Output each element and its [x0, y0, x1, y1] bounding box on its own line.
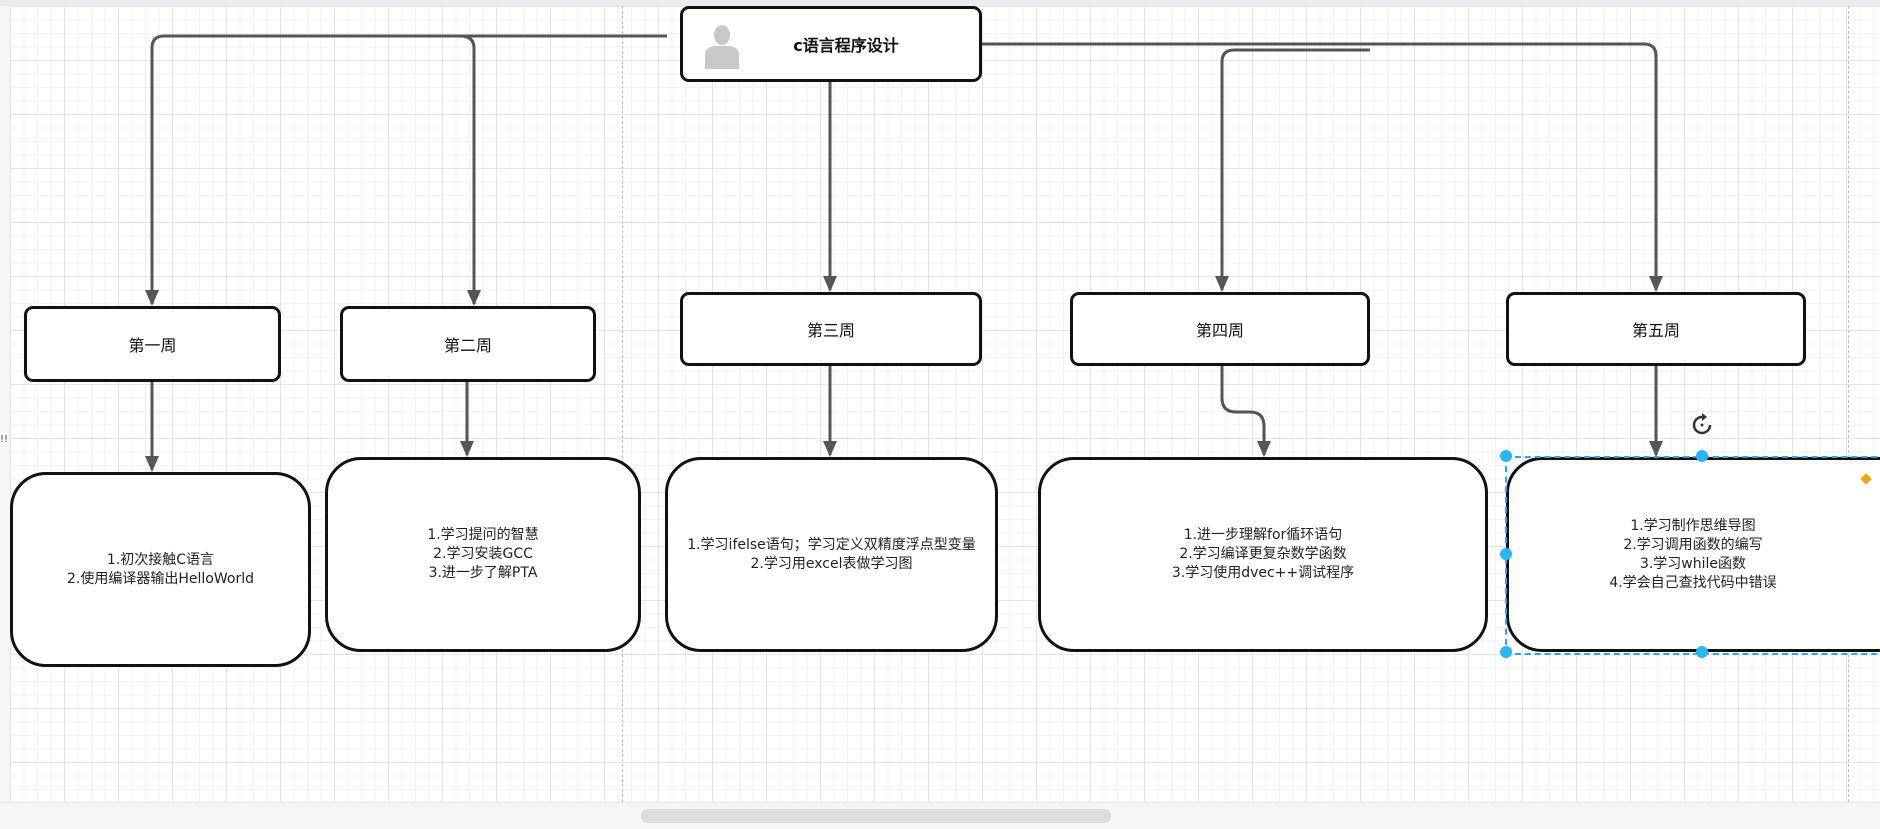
week-label: 第五周 — [1631, 321, 1680, 340]
resize-handle[interactable] — [1696, 646, 1708, 658]
resize-handle[interactable] — [1500, 548, 1512, 560]
connector-week4-content — [1220, 366, 1266, 455]
week-node-4[interactable]: 第四周 — [1070, 292, 1370, 366]
content-node-2[interactable]: 1.学习提问的智慧 2.学习安装GCC 3.进一步了解PTA — [325, 457, 641, 652]
resize-handle[interactable] — [1500, 646, 1512, 658]
root-title: c语言程序设计 — [793, 36, 899, 55]
left-panel-edge — [0, 6, 10, 802]
content-text: 1.学习提问的智慧 2.学习安装GCC 3.进一步了解PTA — [427, 527, 539, 581]
week-node-5[interactable]: 第五周 — [1506, 292, 1806, 366]
scrollbar-thumb[interactable] — [641, 809, 1111, 823]
rotate-icon[interactable] — [1690, 413, 1714, 437]
content-text: 1.进一步理解for循环语句 2.学习编译更复杂数学函数 3.学习使用dvec+… — [1171, 527, 1355, 581]
week-label: 第三周 — [806, 321, 855, 340]
content-node-3[interactable]: 1.学习ifelse语句；学习定义双精度浮点型变量 2.学习用excel表做学习… — [665, 457, 998, 652]
horizontal-scrollbar[interactable] — [0, 802, 1880, 829]
user-avatar-icon — [705, 25, 739, 69]
week-node-1[interactable]: 第一周 — [24, 306, 281, 382]
side-marker: !! — [0, 434, 9, 445]
diagram-canvas[interactable] — [10, 6, 1880, 802]
top-bar — [0, 0, 1880, 6]
week-node-3[interactable]: 第三周 — [680, 292, 982, 366]
page-break-line — [622, 6, 623, 802]
content-node-1[interactable]: 1.初次接触C语言 2.使用编译器输出HelloWorld — [10, 472, 311, 667]
week-label: 第四周 — [1195, 321, 1244, 340]
selection-outline — [1505, 456, 1880, 655]
connector-root-week5 — [982, 42, 1658, 290]
content-text: 1.学习制作思维导图 2.学习调用函数的编写 3.学习while函数 4.学会自… — [1609, 517, 1777, 591]
connector-root-week4 — [1220, 48, 1370, 290]
content-text: 1.初次接触C语言 2.使用编译器输出HelloWorld — [67, 551, 254, 587]
connector-root-week2 — [459, 34, 476, 304]
week-node-2[interactable]: 第二周 — [340, 306, 596, 382]
connector-root-week1 — [150, 34, 667, 304]
week-label: 第一周 — [128, 336, 177, 355]
resize-handle[interactable] — [1500, 450, 1512, 462]
page-break-line — [1848, 6, 1849, 802]
resize-handle[interactable] — [1696, 450, 1708, 462]
content-text: 1.学习ifelse语句；学习定义双精度浮点型变量 2.学习用excel表做学习… — [687, 536, 976, 572]
content-node-4[interactable]: 1.进一步理解for循环语句 2.学习编译更复杂数学函数 3.学习使用dvec+… — [1038, 457, 1488, 652]
week-label: 第二周 — [443, 336, 492, 355]
root-node[interactable]: c语言程序设计 — [680, 6, 982, 82]
